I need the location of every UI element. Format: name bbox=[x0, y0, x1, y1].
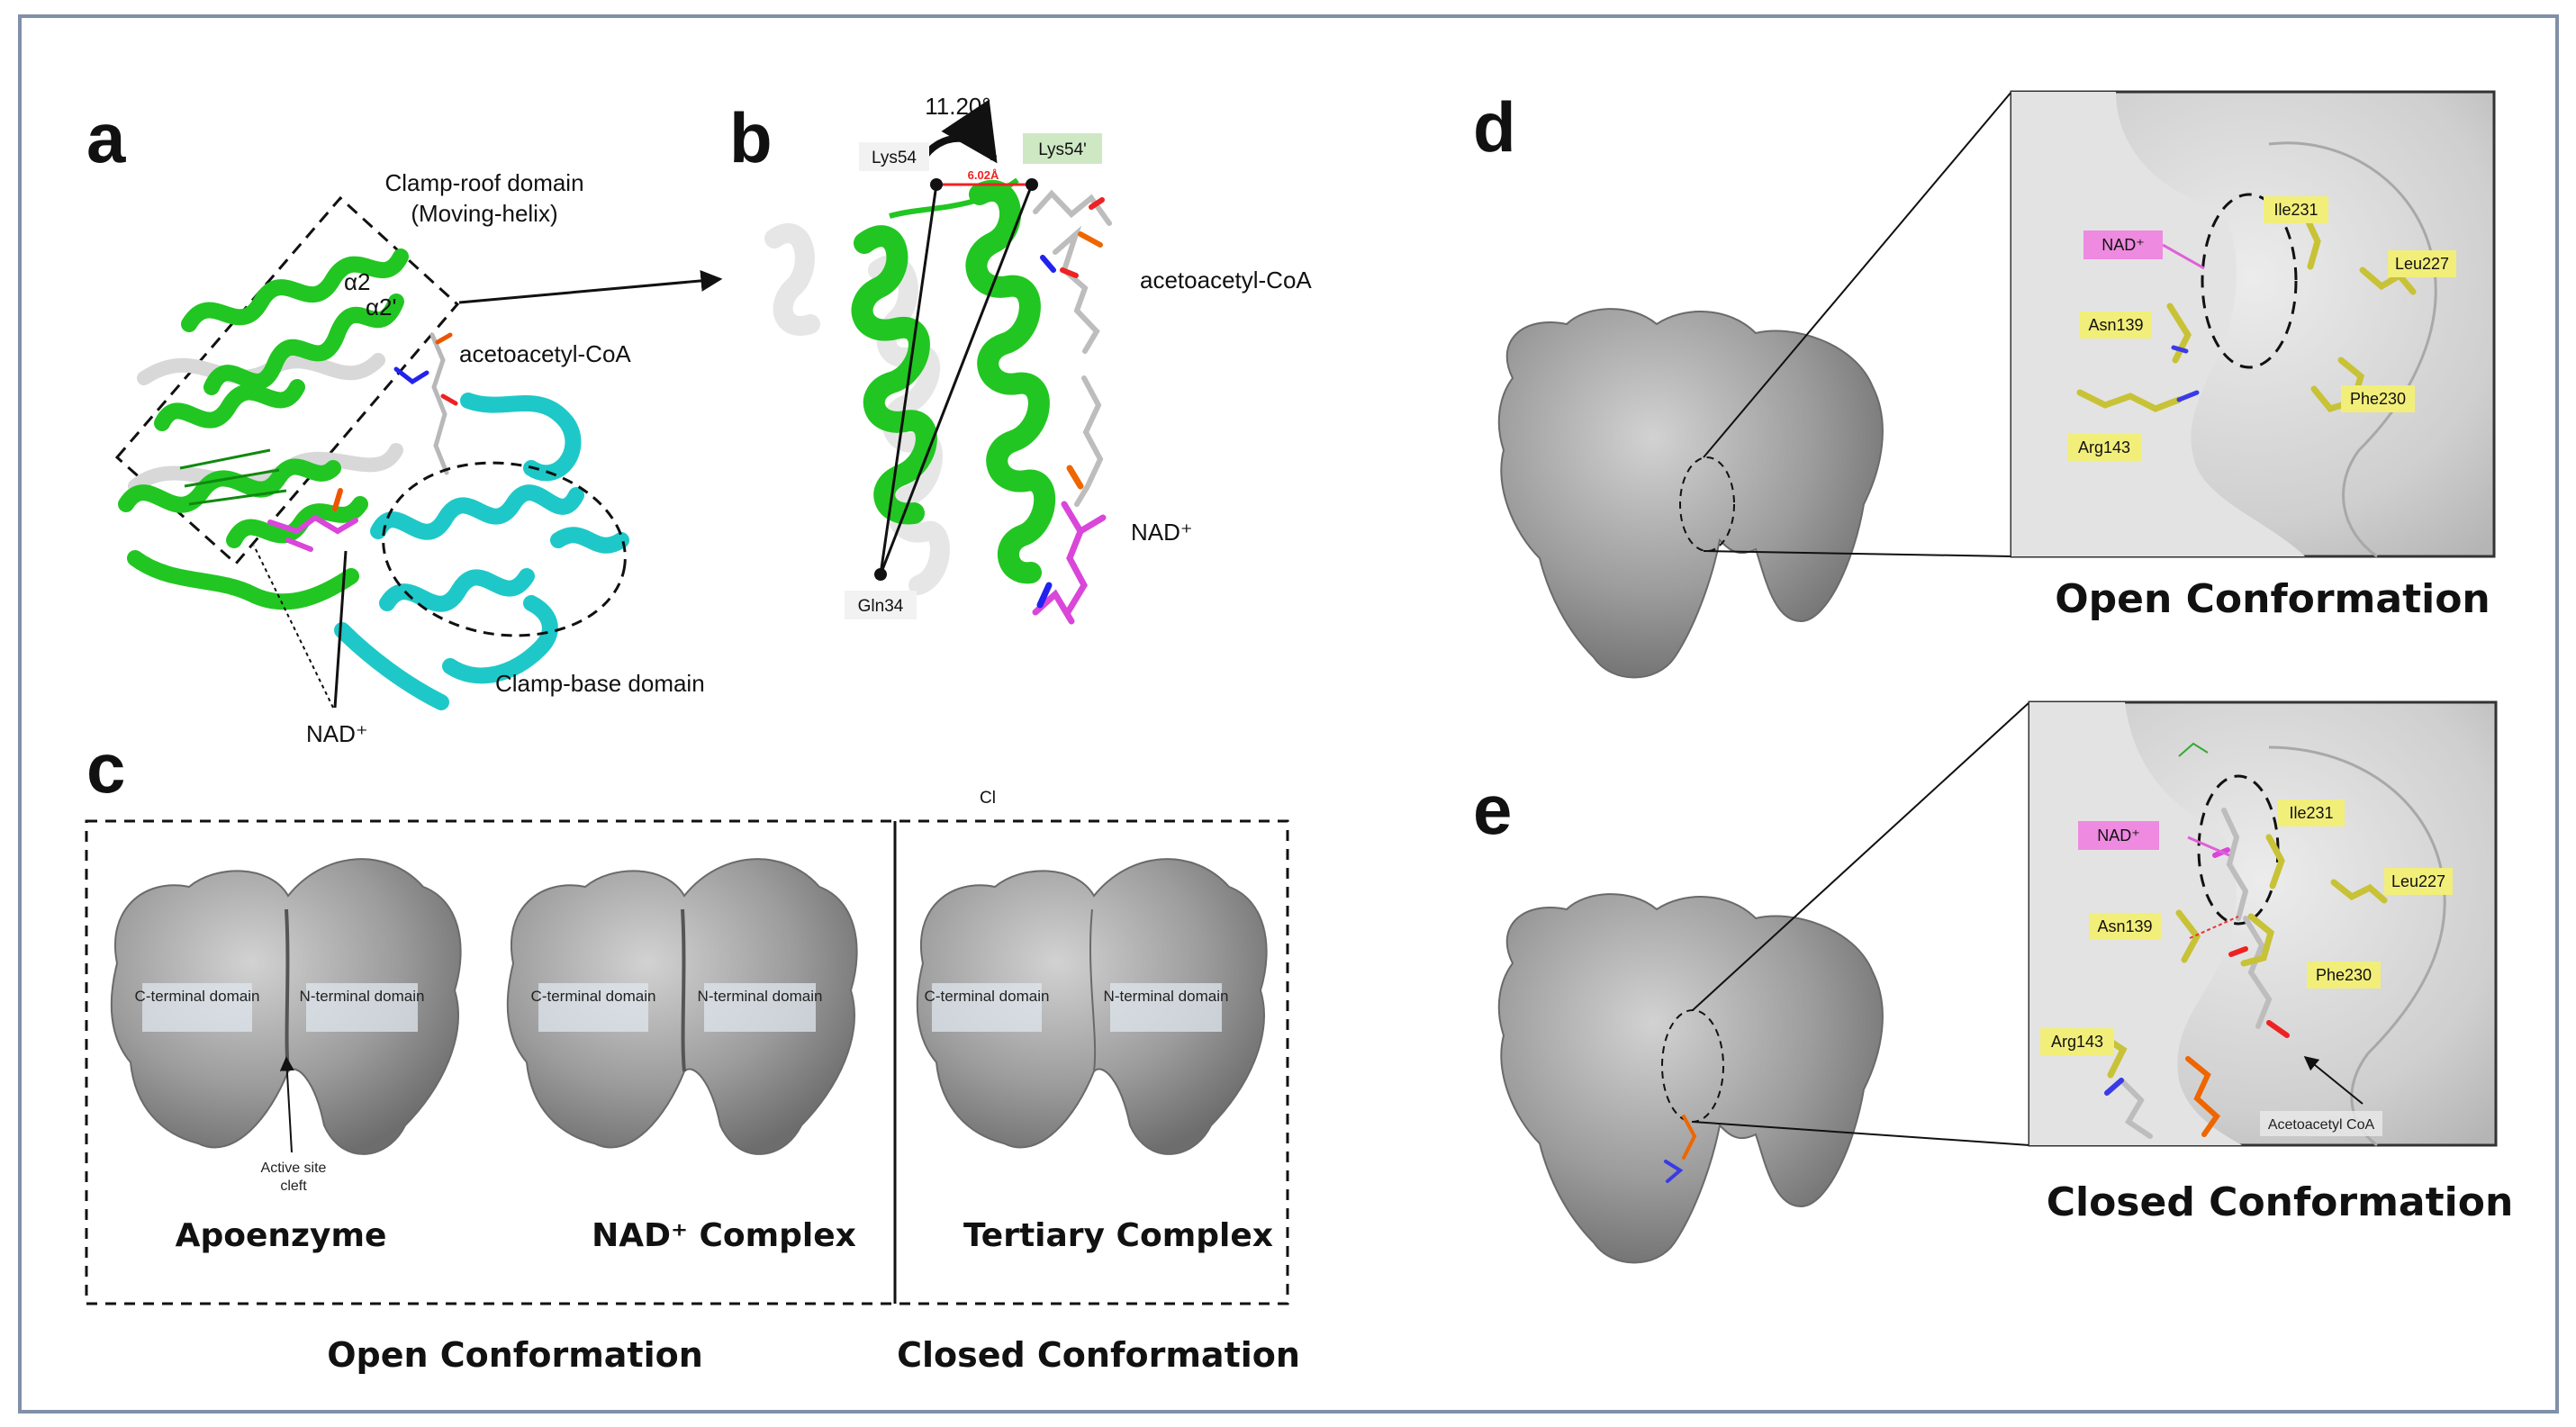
closed-leu227-tag: Leu227 bbox=[2391, 872, 2445, 890]
state-nad-complex: NAD⁺ Complex bbox=[592, 1217, 856, 1254]
acetoacetyl-coa-stick-a bbox=[393, 332, 458, 475]
panel-a: a Clamp-roof domain (Moving-helix) α2 α2… bbox=[86, 98, 723, 747]
closed-arg143-tag: Arg143 bbox=[2051, 1033, 2103, 1051]
nad-complex-surface: C-terminal domain N-terminal domain bbox=[506, 858, 858, 1155]
state-box bbox=[85, 819, 1289, 1305]
n-terminal-label-2: N-terminal domain bbox=[698, 988, 823, 1005]
closed-ligand-mini bbox=[1664, 1115, 1697, 1183]
alpha2-label: α2 bbox=[344, 268, 371, 295]
acetoacetyl-coa-label-b: acetoacetyl-CoA bbox=[1140, 266, 1312, 294]
state-apoenzyme: Apoenzyme bbox=[176, 1217, 387, 1254]
nad-label-b: NAD⁺ bbox=[1131, 519, 1193, 546]
open-arg143-tag: Arg143 bbox=[2078, 438, 2130, 456]
panel-e: e bbox=[1473, 700, 2514, 1264]
nad-pointer-solid bbox=[333, 550, 348, 709]
open-conformation-label-c: Open Conformation bbox=[327, 1335, 703, 1375]
clamp-base-label: Clamp-base domain bbox=[495, 670, 705, 697]
nad-label-a: NAD⁺ bbox=[306, 720, 368, 747]
c-terminal-label-2: C-terminal domain bbox=[531, 988, 656, 1005]
alpha2-prime-label: α2' bbox=[366, 294, 396, 321]
nad-stick-a bbox=[267, 488, 358, 552]
closed-phe230-tag: Phe230 bbox=[2316, 966, 2372, 984]
panel-d: d NAD⁺ Ile231 bbox=[1473, 87, 2496, 679]
active-site-cleft-arrow bbox=[279, 1056, 294, 1153]
closed-zoom-line-top bbox=[1692, 701, 2030, 1011]
open-leu227-tag: Leu227 bbox=[2395, 255, 2449, 273]
acetoacetyl-coa-label-a: acetoacetyl-CoA bbox=[459, 340, 631, 367]
state-tertiary-complex: Tertiary Complex bbox=[963, 1217, 1273, 1254]
closed-asn139-tag: Asn139 bbox=[2097, 917, 2152, 935]
open-zoom-line-bottom bbox=[1703, 550, 2012, 557]
vector-new bbox=[879, 184, 1034, 575]
clamp-roof-label-line2: (Moving-helix) bbox=[411, 200, 557, 227]
open-ile231-tag: Ile231 bbox=[2273, 201, 2318, 219]
closed-protein-surface bbox=[1497, 893, 1884, 1264]
open-protein-surface bbox=[1497, 308, 1884, 679]
active-site-cleft-line2: cleft bbox=[280, 1179, 307, 1194]
c-terminal-label-1: C-terminal domain bbox=[135, 988, 260, 1005]
nad-stick-b bbox=[1032, 465, 1107, 625]
rotation-arrow bbox=[918, 99, 998, 164]
closed-inset: NAD⁺ Ile231 Leu227 Asn139 Phe230 Arg143 … bbox=[2028, 700, 2498, 1147]
panel-e-letter: e bbox=[1473, 770, 1512, 849]
acetoacetyl-coa-stick-b bbox=[1033, 189, 1112, 507]
open-inset: NAD⁺ Ile231 Leu227 Asn139 Phe230 Arg143 bbox=[2010, 90, 2496, 558]
closed-conformation-label-c: Closed Conformation bbox=[897, 1335, 1300, 1375]
open-conformation-caption: Open Conformation bbox=[2055, 576, 2490, 622]
green-helices bbox=[118, 248, 409, 610]
closed-zoom-line-bottom bbox=[1692, 1121, 2030, 1146]
panel-c: c Cl C-terminal domain N-terminal domain… bbox=[85, 728, 1300, 1375]
closed-acetoacetyl-coa-tag: Acetoacetyl CoA bbox=[2268, 1117, 2375, 1133]
active-site-cleft-line1: Active site bbox=[261, 1161, 327, 1176]
lys54-tag bbox=[859, 142, 929, 171]
open-zoom-line-top bbox=[1703, 91, 2012, 458]
moving-helices-green bbox=[851, 180, 1056, 584]
distance-label: 6.02Å bbox=[968, 168, 999, 182]
n-terminal-label-3: N-terminal domain bbox=[1104, 988, 1229, 1005]
zoom-arrow-a-to-b bbox=[458, 269, 723, 304]
lys54-label: Lys54 bbox=[872, 149, 917, 167]
open-nad-tag: NAD⁺ bbox=[2101, 236, 2145, 254]
gln34-tag bbox=[845, 591, 917, 619]
tertiary-complex-surface: C-terminal domain N-terminal domain bbox=[916, 858, 1268, 1155]
panel-b: b 11.20° Lys54 Lys54' 6.02Å Gln34 bbox=[729, 93, 1312, 625]
stray-mark: Cl bbox=[980, 789, 996, 808]
clamp-roof-label-line1: Clamp-roof domain bbox=[384, 169, 583, 196]
closed-conformation-caption: Closed Conformation bbox=[2047, 1179, 2514, 1225]
closed-ile231-tag: Ile231 bbox=[2289, 804, 2333, 822]
outer-frame bbox=[18, 14, 2559, 1413]
panel-b-letter: b bbox=[729, 98, 773, 177]
gln34-label: Gln34 bbox=[858, 597, 904, 616]
closed-nad-tag: NAD⁺ bbox=[2097, 826, 2140, 844]
open-asn139-tag: Asn139 bbox=[2088, 316, 2143, 334]
apoenzyme-surface: C-terminal domain N-terminal domain bbox=[110, 858, 462, 1155]
loop-green bbox=[889, 177, 1019, 219]
lys54-prime-tag bbox=[1023, 133, 1102, 164]
panel-a-letter: a bbox=[86, 98, 126, 177]
ghost-helix bbox=[764, 223, 950, 595]
n-terminal-label-1: N-terminal domain bbox=[300, 988, 425, 1005]
panel-d-letter: d bbox=[1473, 87, 1516, 167]
green-sheet-strands bbox=[179, 448, 287, 506]
cyan-helices bbox=[334, 393, 629, 710]
open-phe230-tag: Phe230 bbox=[2350, 390, 2406, 408]
vector-old bbox=[879, 184, 938, 575]
clamp-base-ellipse bbox=[382, 461, 627, 637]
open-site-mark bbox=[1679, 456, 1735, 552]
panel-c-letter: c bbox=[86, 728, 125, 808]
rotation-angle-label: 11.20° bbox=[925, 93, 991, 120]
lys54-prime-label: Lys54' bbox=[1038, 140, 1087, 159]
c-terminal-label-3: C-terminal domain bbox=[925, 988, 1050, 1005]
nad-pointer-dotted bbox=[253, 545, 334, 709]
